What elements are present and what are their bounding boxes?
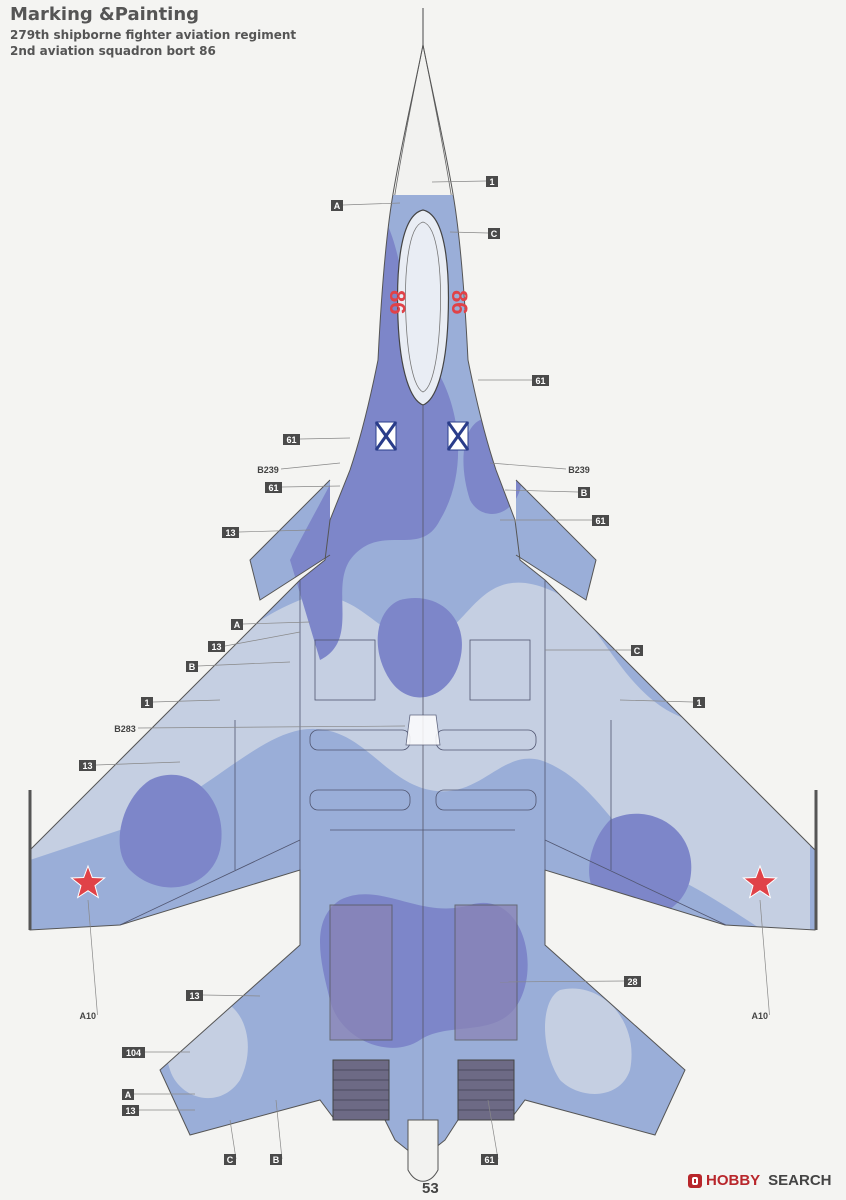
callout-b-r1: B bbox=[504, 487, 590, 498]
callout-a-stab: A bbox=[122, 1089, 195, 1100]
callout-c1-r: 1 bbox=[619, 697, 705, 708]
left-canard bbox=[249, 479, 331, 601]
callout-label: C bbox=[491, 229, 498, 239]
callout-label: B239 bbox=[568, 465, 590, 475]
callout-b239-l: B239 bbox=[257, 462, 341, 475]
callout-label: 13 bbox=[189, 991, 199, 1001]
callout-c1-l: 1 bbox=[141, 697, 221, 708]
callout-a10-r: A10 bbox=[751, 899, 770, 1021]
callout-a10-l: A10 bbox=[79, 899, 98, 1021]
page-number: 53 bbox=[422, 1180, 439, 1197]
callout-b-bot: B bbox=[270, 1099, 283, 1165]
callout-label: C bbox=[634, 646, 641, 656]
callout-label: A bbox=[334, 201, 341, 211]
callout-label: C bbox=[227, 1155, 234, 1165]
callout-label: 61 bbox=[535, 376, 545, 386]
callout-c-wing: C bbox=[545, 645, 643, 656]
callout-c61-l1: 61 bbox=[283, 434, 351, 445]
callout-c13-l3: 13 bbox=[79, 760, 181, 771]
right-intake bbox=[454, 904, 518, 1041]
brand-watermark: HOBBY SEARCH bbox=[688, 1172, 832, 1189]
wing-panel-lines bbox=[119, 580, 727, 926]
star-insignia-right bbox=[742, 864, 778, 899]
naval-flag-right bbox=[446, 421, 470, 451]
callout-label: 61 bbox=[268, 483, 278, 493]
hobby-search-logo-icon bbox=[688, 1173, 702, 1188]
star-insignia-left bbox=[70, 864, 106, 899]
page-title: Marking &Painting bbox=[10, 4, 200, 25]
callout-c61-bot: 61 bbox=[481, 1099, 499, 1165]
callout-label: 104 bbox=[126, 1048, 141, 1058]
callout-b239-r: B239 bbox=[489, 462, 590, 475]
callout-label: 1 bbox=[144, 698, 149, 708]
callout-label: A bbox=[234, 620, 241, 630]
callout-label: 13 bbox=[125, 1106, 135, 1116]
callout-label: 61 bbox=[286, 435, 296, 445]
callout-a-nose: A bbox=[331, 200, 401, 211]
callout-label: A10 bbox=[751, 1011, 768, 1021]
brand-search: SEARCH bbox=[768, 1172, 832, 1189]
callout-label: 13 bbox=[211, 642, 221, 652]
callout-label: 61 bbox=[484, 1155, 494, 1165]
callout-label: B239 bbox=[257, 465, 279, 475]
callout-label: 13 bbox=[82, 761, 92, 771]
tail-cone bbox=[407, 1119, 439, 1182]
callout-b-wing: B bbox=[186, 661, 291, 672]
callout-c13-l4: 13 bbox=[186, 990, 261, 1001]
left-intake bbox=[329, 904, 393, 1041]
callout-label: 1 bbox=[489, 177, 494, 187]
squadron-subtitle: 2nd aviation squadron bort 86 bbox=[10, 44, 216, 58]
callout-label: B bbox=[581, 488, 588, 498]
callout-c61-r2: 61 bbox=[500, 515, 609, 526]
callout-b283: B283 bbox=[114, 724, 406, 734]
radome bbox=[393, 44, 453, 201]
callout-c-bot: C bbox=[224, 1119, 237, 1165]
callout-a-wing: A bbox=[231, 619, 311, 630]
callout-c13-l1: 13 bbox=[222, 527, 311, 538]
naval-flag-left bbox=[374, 421, 398, 451]
callout-c-nose: C bbox=[449, 228, 500, 239]
callout-label: A10 bbox=[79, 1011, 96, 1021]
callout-c28: 28 bbox=[499, 976, 641, 987]
callout-label: 61 bbox=[595, 516, 605, 526]
callout-c61-l2: 61 bbox=[265, 482, 341, 493]
callout-c61-r: 61 bbox=[478, 375, 549, 386]
callout-label: B bbox=[273, 1155, 280, 1165]
callout-label: A bbox=[125, 1090, 132, 1100]
callout-c13-l5: 13 bbox=[122, 1105, 195, 1116]
callout-label: B283 bbox=[114, 724, 136, 734]
callout-label: B bbox=[189, 662, 196, 672]
callout-c13-l2: 13 bbox=[208, 631, 301, 652]
bort-number-right: 86 bbox=[447, 290, 472, 314]
bort-number-left: 86 bbox=[385, 290, 410, 314]
callout-label: 13 bbox=[225, 528, 235, 538]
callout-c1-top: 1 bbox=[431, 176, 498, 187]
callout-label: 28 bbox=[627, 977, 637, 987]
unit-subtitle: 279th shipborne fighter aviation regimen… bbox=[10, 28, 297, 42]
brand-hobby: HOBBY bbox=[706, 1172, 761, 1189]
callout-c104: 104 bbox=[122, 1047, 190, 1058]
callout-label: 1 bbox=[696, 698, 701, 708]
